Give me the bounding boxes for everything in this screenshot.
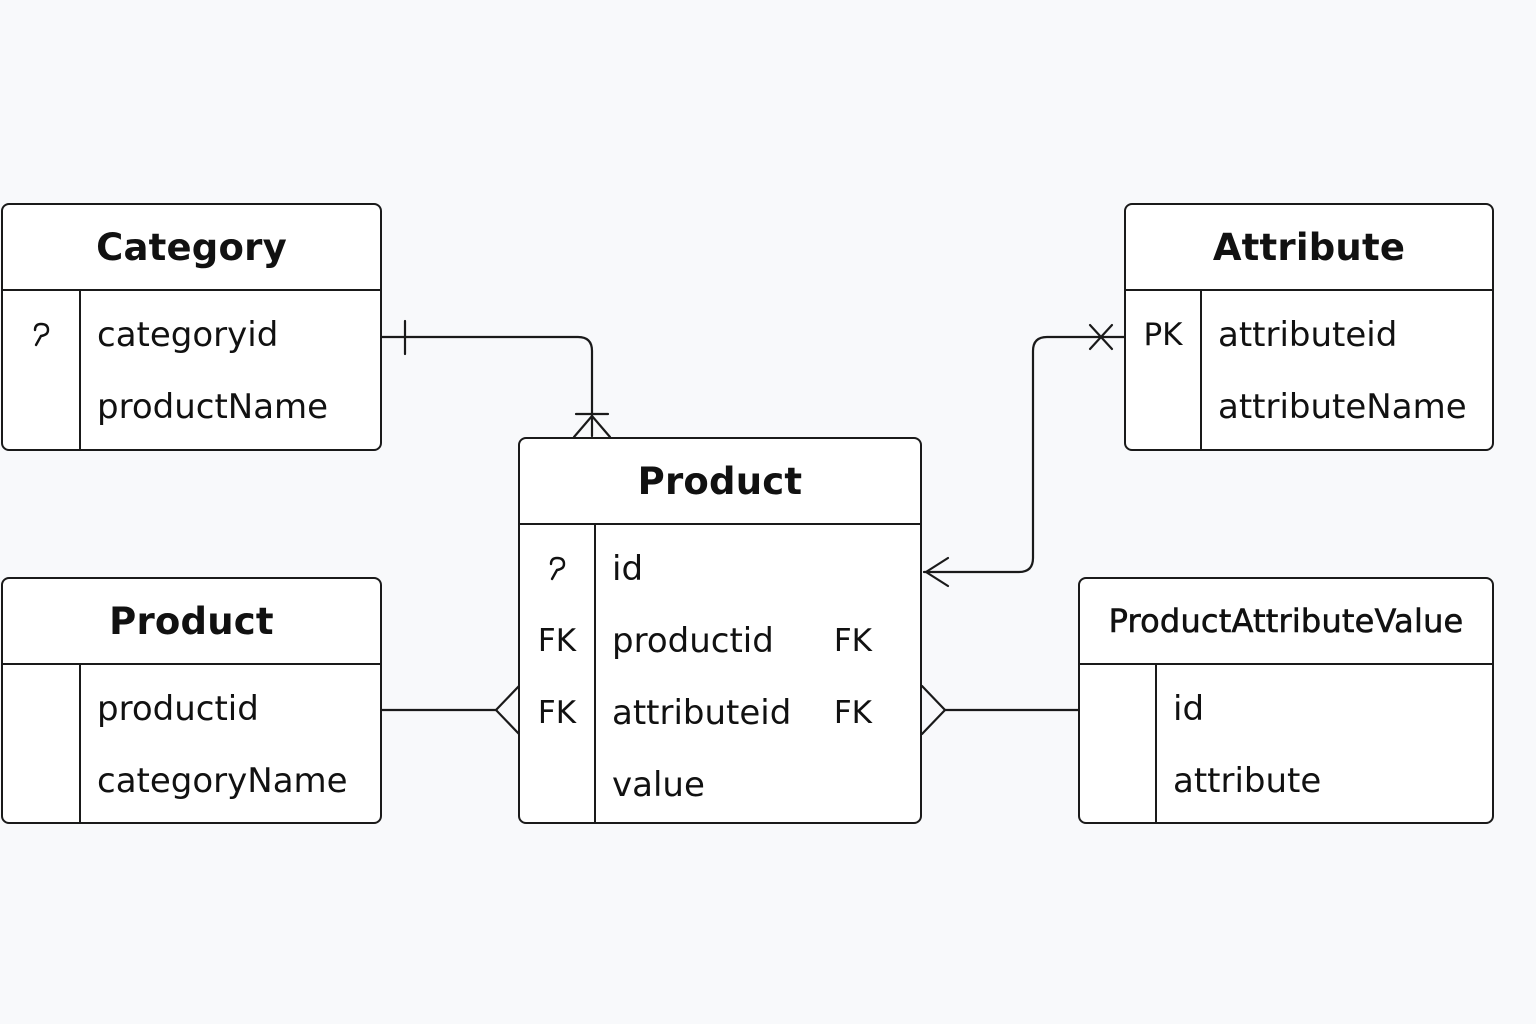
entity-attribute[interactable]: Attribute PK attributeid attributeName xyxy=(1124,203,1494,451)
product-crowfoot-right-marker xyxy=(924,556,950,588)
key-cell xyxy=(1080,745,1155,817)
attribute-many-marker xyxy=(1088,323,1114,351)
entity-title: Category xyxy=(3,205,380,291)
key-cell xyxy=(1080,673,1155,745)
entity-product-center[interactable]: Product FK FK id productid attributeid v… xyxy=(518,437,922,824)
entity-product-left[interactable]: Product productid categoryName xyxy=(1,577,382,824)
fk-marker xyxy=(834,533,872,605)
category-product-connector xyxy=(379,335,594,438)
entity-title: Attribute xyxy=(1126,205,1492,291)
field-categoryname: categoryName xyxy=(97,761,348,801)
pk-label: PK xyxy=(1143,317,1183,353)
entity-title: Product xyxy=(520,439,920,525)
fk-marker: FK xyxy=(833,695,872,731)
entity-category[interactable]: Category categoryid productName xyxy=(1,203,382,451)
field-productid: productid xyxy=(97,689,259,729)
key-cell xyxy=(520,749,594,821)
product-crowfoot-marker xyxy=(572,414,612,439)
key-cell xyxy=(3,745,79,817)
field-attribute: attribute xyxy=(1173,761,1322,801)
fk-marker: FK xyxy=(833,623,872,659)
field-productname: productName xyxy=(97,387,329,427)
field-attributename: attributeName xyxy=(1218,387,1467,427)
pav-diamond-marker xyxy=(920,684,947,736)
field-categoryid: categoryid xyxy=(97,315,279,355)
field-productid: productid xyxy=(612,621,774,661)
field-attributeid: attributeid xyxy=(1218,315,1398,355)
fk-marker xyxy=(834,749,872,821)
attribute-product-connector xyxy=(922,335,1127,574)
field-value: value xyxy=(612,765,705,805)
key-cell xyxy=(3,673,79,745)
fk-label: FK xyxy=(537,623,577,659)
key-icon xyxy=(3,299,79,371)
field-id: id xyxy=(1173,689,1205,729)
key-cell xyxy=(3,371,79,443)
field-attributeid: attributeid xyxy=(612,693,792,733)
entity-product-attribute-value[interactable]: ProductAttributeValue id attribute xyxy=(1078,577,1494,824)
product-left-diamond-marker xyxy=(494,684,521,736)
key-cell xyxy=(1126,371,1200,443)
key-icon xyxy=(520,533,594,605)
entity-title: Product xyxy=(3,579,380,665)
entity-title: ProductAttributeValue xyxy=(1080,579,1492,665)
fk-label: FK xyxy=(537,695,577,731)
field-id: id xyxy=(612,549,644,589)
